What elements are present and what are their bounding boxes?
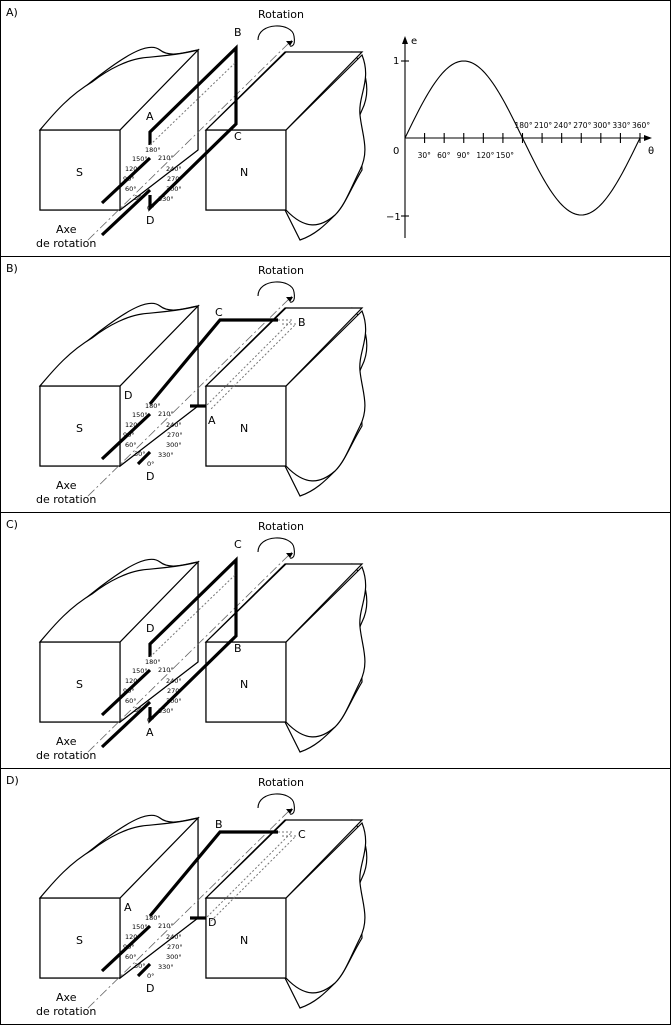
panel-label: A) <box>6 6 18 19</box>
axis-label-line1: Axe <box>56 479 77 492</box>
x-tick-label: 30° <box>418 151 432 160</box>
corner-b: B <box>234 26 242 39</box>
pole-n: N <box>240 422 248 435</box>
x-tick-label: 240° <box>554 121 572 130</box>
corner-d: D <box>146 982 154 995</box>
pole-n: N <box>240 678 248 691</box>
corner-c: C <box>298 828 306 841</box>
origin-label: 0 <box>393 146 399 157</box>
x-tick-label: 300° <box>593 121 611 130</box>
corner-b: B <box>215 818 223 831</box>
pole-s: S <box>76 166 83 179</box>
corner-d-near: D <box>124 389 132 402</box>
x-tick-label: 150° <box>496 151 514 160</box>
corner-d: D <box>146 470 154 483</box>
pole-n: N <box>240 934 248 947</box>
x-tick-label: 360° <box>632 121 650 130</box>
x-tick-label: 120° <box>476 151 494 160</box>
axis-label-line2: de rotation <box>36 749 96 762</box>
panel-b: B) Rotation C B D A D S N Axe de rotatio… <box>6 262 368 506</box>
x-tick-label: 330° <box>612 121 630 130</box>
panel-label: D) <box>6 774 19 787</box>
rotation-label: Rotation <box>258 520 304 533</box>
panel-label: C) <box>6 518 18 531</box>
pole-s: S <box>76 422 83 435</box>
axis-label-line2: de rotation <box>36 493 96 506</box>
sine-graph: e θ 0 1 −1 30° 60° 90° 120°150° 180°210°240°… <box>386 36 654 238</box>
corner-d: D <box>146 622 154 635</box>
x-tick-label: 210° <box>534 121 552 130</box>
corner-d: D <box>146 214 154 227</box>
corner-b: B <box>234 642 242 655</box>
axis-label-line1: Axe <box>56 223 77 236</box>
corner-a: A <box>146 110 154 123</box>
x-tick-label: 270° <box>573 121 591 130</box>
corner-a: A <box>124 901 132 914</box>
corner-b: B <box>298 316 306 329</box>
y-tick-1: 1 <box>393 56 399 67</box>
panel-c: C) Rotation C D B A S N Axe de rotation <box>6 518 368 762</box>
panel-a: A) Rotation B A C D S N Axe de rotation <box>6 6 368 250</box>
axis-label-line1: Axe <box>56 735 77 748</box>
axis-label-line2: de rotation <box>36 237 96 250</box>
pole-s: S <box>76 934 83 947</box>
panel-label: B) <box>6 262 18 275</box>
rotation-label: Rotation <box>258 8 304 21</box>
corner-c: C <box>234 538 242 551</box>
axis-label-line1: Axe <box>56 991 77 1004</box>
rotation-label: Rotation <box>258 776 304 789</box>
pole-n: N <box>240 166 248 179</box>
x-tick-label: 90° <box>457 151 471 160</box>
corner-a: A <box>146 726 154 739</box>
corner-d-right: D <box>208 916 216 929</box>
panel-d: D) Rotation B C A D D S N Axe de rotatio… <box>6 774 368 1018</box>
pole-s: S <box>76 678 83 691</box>
y-axis-label: e <box>411 36 417 47</box>
corner-c: C <box>234 130 242 143</box>
x-tick-label: 60° <box>437 151 451 160</box>
sine-curve <box>404 60 641 216</box>
axis-label-line2: de rotation <box>36 1005 96 1018</box>
rotation-label: Rotation <box>258 264 304 277</box>
corner-a: A <box>208 414 216 427</box>
y-tick-minus1: −1 <box>386 212 401 223</box>
x-axis-label: θ <box>648 146 654 157</box>
x-tick-label: 180° <box>515 121 533 130</box>
corner-c: C <box>215 306 223 319</box>
